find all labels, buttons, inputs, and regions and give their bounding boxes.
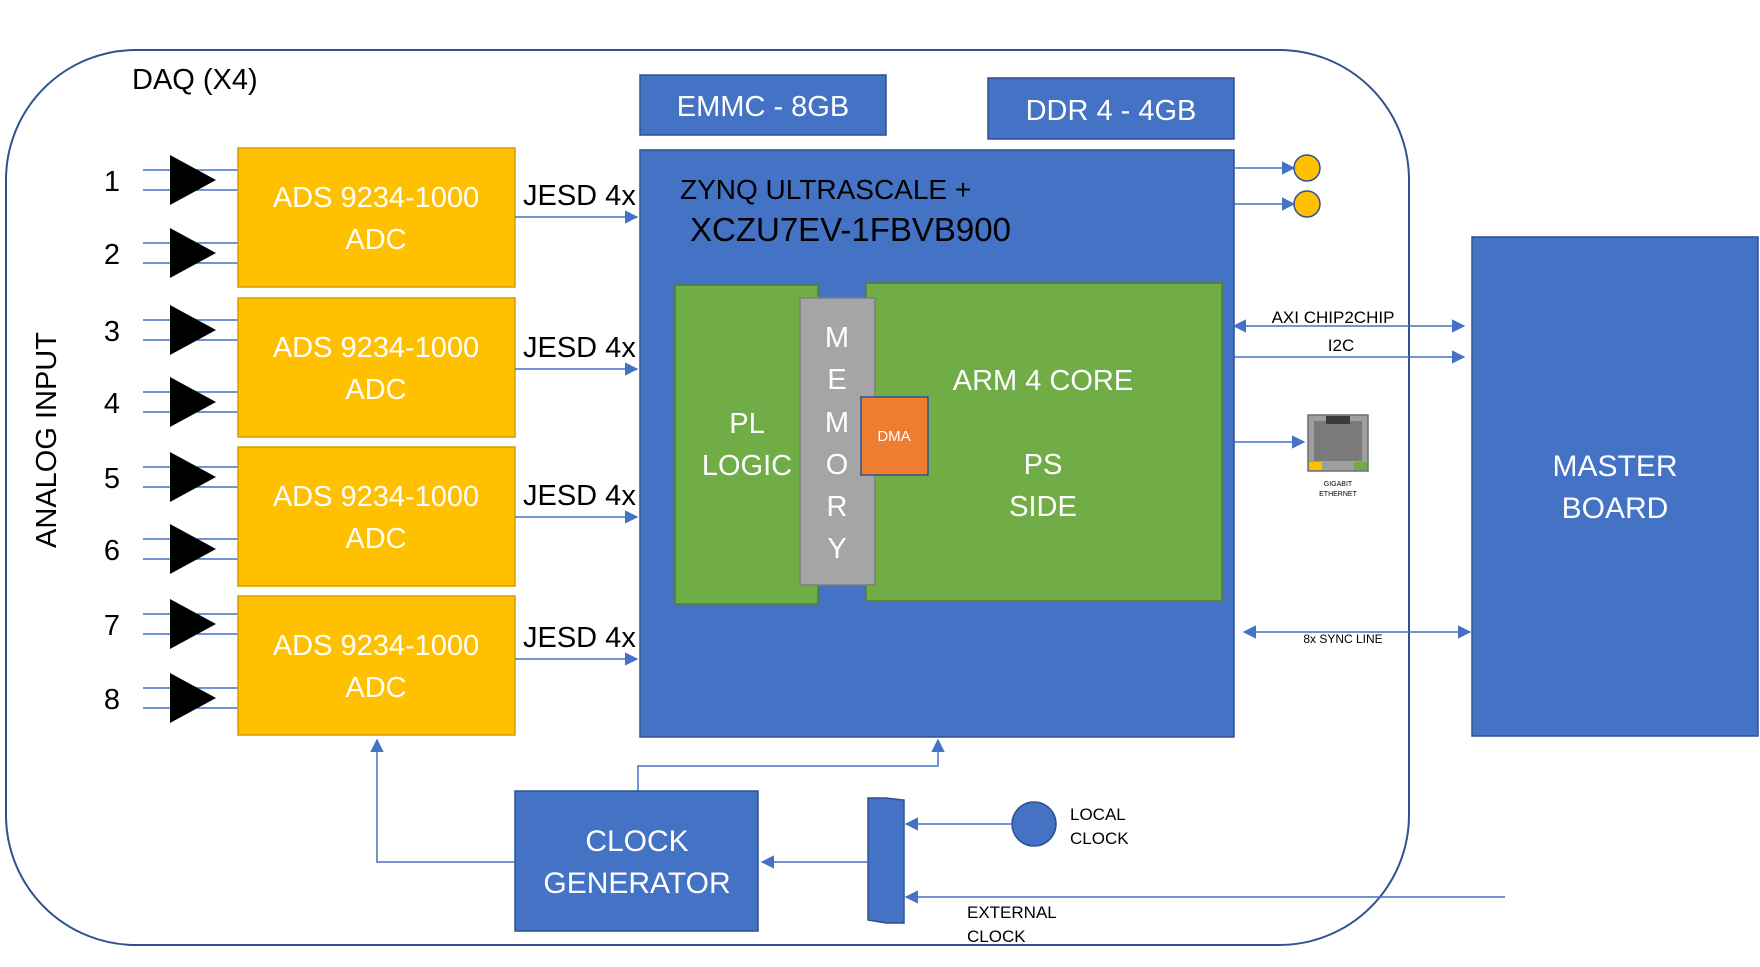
adc-4-type-label: ADC xyxy=(345,672,406,704)
amplifier-3-icon xyxy=(170,305,216,355)
zynq-title: ZYNQ ULTRASCALE + xyxy=(680,174,971,205)
memory-letter-2: E xyxy=(827,364,846,396)
adc-block-1 xyxy=(237,147,516,288)
emmc-label: EMMC - 8GB xyxy=(677,91,849,123)
external-clock-label-2: CLOCK xyxy=(967,927,1026,946)
axi-link-label: AXI CHIP2CHIP xyxy=(1272,308,1395,327)
adc-3-type-label: ADC xyxy=(345,523,406,555)
local-clock-label-1: LOCAL xyxy=(1070,805,1126,824)
channel-number-7: 7 xyxy=(104,610,120,642)
amplifier-6-icon xyxy=(170,524,216,574)
adc-3-part-label: ADS 9234-1000 xyxy=(273,481,479,513)
memory-letter-4: O xyxy=(826,449,849,481)
jesd-link-3-label: JESD 4x xyxy=(523,480,636,512)
master-label: MASTER xyxy=(1552,450,1677,483)
ps-label: PS xyxy=(1024,449,1063,481)
memory-letter-5: R xyxy=(827,491,848,523)
adc-2-part-label: ADS 9234-1000 xyxy=(273,332,479,364)
adc-block-3 xyxy=(237,446,516,587)
local-clock-label-2: CLOCK xyxy=(1070,829,1129,848)
adc-block-2 xyxy=(237,297,516,438)
dma-label: DMA xyxy=(877,428,910,445)
adc-1-part-label: ADS 9234-1000 xyxy=(273,182,479,214)
amplifier-1-icon xyxy=(170,155,216,205)
memory-letter-3: M xyxy=(825,407,849,439)
ps-side-label: SIDE xyxy=(1009,491,1077,523)
amplifier-7-icon xyxy=(170,599,216,649)
led-1-icon xyxy=(1293,154,1321,182)
channel-number-5: 5 xyxy=(104,463,120,495)
ps-arm-label: ARM 4 CORE xyxy=(953,365,1133,397)
amplifier-4-icon xyxy=(170,377,216,427)
ethernet-port-icon xyxy=(1307,414,1369,472)
ethernet-label-1: GIGABIT xyxy=(1324,481,1353,488)
clock-label: CLOCK xyxy=(585,825,688,858)
clockgen-to-adc-line xyxy=(370,738,515,863)
zynq-part-number: XCZU7EV-1FBVB900 xyxy=(690,211,1011,248)
sync-line-label: 8x SYNC LINE xyxy=(1303,632,1382,646)
amplifier-5-icon xyxy=(170,452,216,502)
adc-block-4 xyxy=(237,595,516,736)
memory-letter-6: Y xyxy=(827,533,846,565)
ddr-block xyxy=(987,77,1235,140)
adc-4-part-label: ADS 9234-1000 xyxy=(273,630,479,662)
channel-number-1: 1 xyxy=(104,166,120,198)
channel-number-2: 2 xyxy=(104,239,120,271)
adc-2-type-label: ADC xyxy=(345,374,406,406)
jesd-link-2-label: JESD 4x xyxy=(523,332,636,364)
channel-number-3: 3 xyxy=(104,316,120,348)
channel-number-8: 8 xyxy=(104,684,120,716)
led-2-icon xyxy=(1293,190,1321,218)
daq-enclosure xyxy=(5,49,1410,946)
channel-number-4: 4 xyxy=(104,388,120,420)
pl-logic-block xyxy=(674,284,819,605)
channel-number-6: 6 xyxy=(104,535,120,567)
i2c-link-label: I2C xyxy=(1328,336,1354,355)
pl-label: PL xyxy=(729,408,764,440)
board-label: BOARD xyxy=(1562,492,1669,525)
external-clock-label-1: EXTERNAL xyxy=(967,903,1057,922)
jesd-link-4-label: JESD 4x xyxy=(523,622,636,654)
pl-logic-label: LOGIC xyxy=(702,450,792,482)
amplifier-8-icon xyxy=(170,673,216,723)
memory-letter-1: M xyxy=(825,322,849,354)
ddr-label: DDR 4 - 4GB xyxy=(1026,95,1197,127)
dma-block xyxy=(860,396,929,476)
local-clock-icon xyxy=(1011,801,1057,847)
clockgen-to-zynq-line xyxy=(637,738,945,791)
daq-title: DAQ (X4) xyxy=(132,64,258,96)
clock-generator-block xyxy=(514,790,759,932)
analog-input-label: ANALOG INPUT xyxy=(31,332,63,548)
adc-1-type-label: ADC xyxy=(345,224,406,256)
analog-channels: 1 2 3 4 5 6 7 8 xyxy=(104,155,238,723)
generator-label: GENERATOR xyxy=(543,867,730,900)
clock-mux-icon xyxy=(867,797,905,924)
jesd-link-1-label: JESD 4x xyxy=(523,180,636,212)
ethernet-label-2: ETHERNET xyxy=(1319,491,1357,498)
amplifier-2-icon xyxy=(170,228,216,278)
master-board-block xyxy=(1471,236,1759,737)
emmc-block xyxy=(639,74,887,136)
